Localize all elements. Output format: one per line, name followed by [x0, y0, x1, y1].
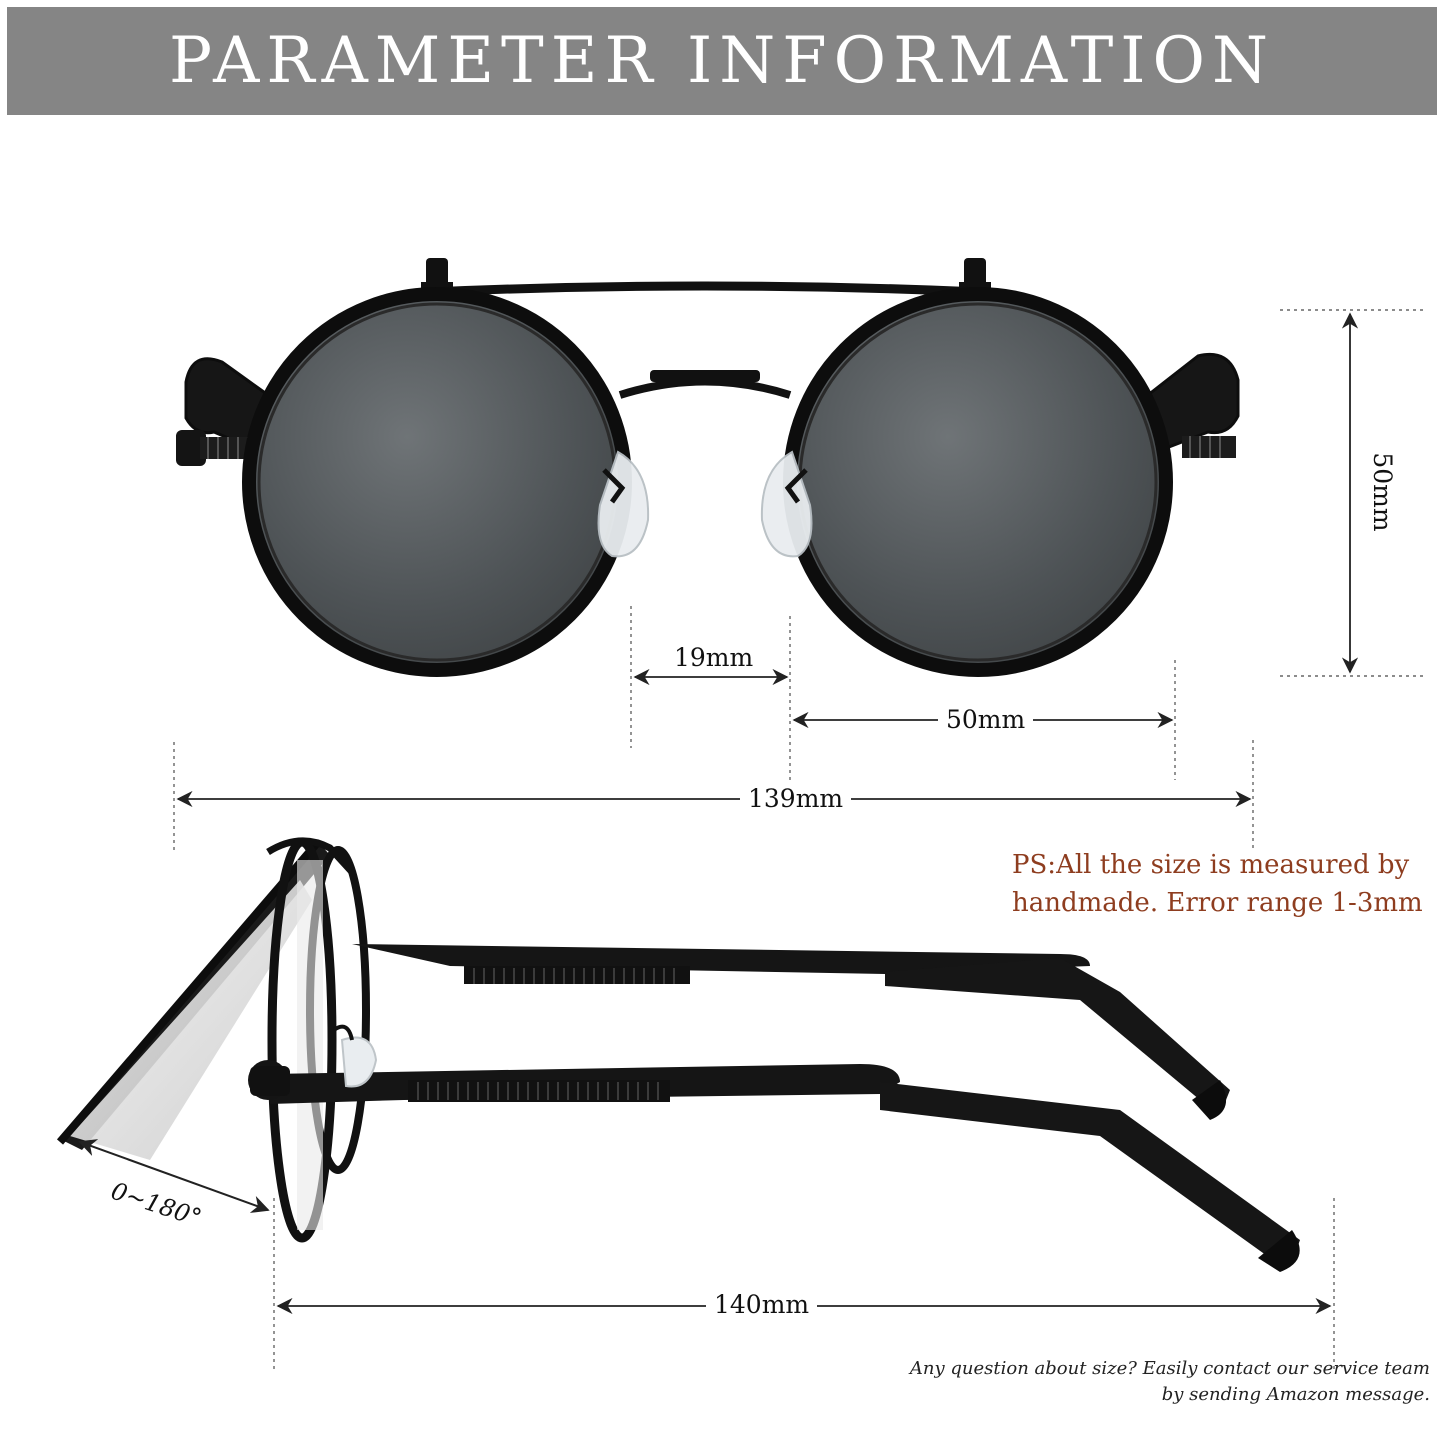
label-lens-width: 50mm: [938, 705, 1034, 735]
temple-arm-right-front: [1147, 353, 1240, 457]
side-view: [56, 837, 1300, 1272]
lens-left: [242, 287, 632, 677]
label-bridge-width: 19mm: [666, 643, 762, 673]
label-frame-width: 139mm: [740, 784, 852, 814]
front-view: [176, 258, 1240, 677]
hinge-screw-right: [1182, 436, 1236, 458]
nose-pad-side: [340, 1036, 378, 1088]
contact-note: Any question about size? Easily contact …: [810, 1356, 1430, 1408]
brow-bar: [429, 281, 981, 297]
temple-arm-left-front: [184, 357, 269, 457]
frame-ring-side: [267, 837, 337, 1243]
ps-note-line-1: PS:All the size is measured by: [1012, 850, 1410, 880]
flip-hinge-left: [421, 258, 453, 290]
lens-right: [783, 287, 1173, 677]
dimension-arrow-icon: [78, 1139, 270, 1213]
label-lens-height: 50mm: [1367, 432, 1397, 552]
header-title: PARAMETER INFORMATION: [168, 24, 1276, 98]
hinge-screw-left: [176, 430, 258, 466]
contact-note-line-1: Any question about size? Easily contact …: [909, 1358, 1430, 1379]
flip-hinge-right: [959, 258, 991, 290]
label-temple-length: 140mm: [706, 1290, 818, 1320]
header-bar: PARAMETER INFORMATION: [7, 7, 1437, 115]
side-dimension-lines: [78, 1139, 1335, 1372]
bridge: [618, 377, 792, 399]
contact-note-line-2: by sending Amazon message.: [1161, 1384, 1430, 1405]
ps-note-line-2: handmade. Error range 1-3mm: [1012, 888, 1423, 918]
ps-note: PS:All the size is measured by handmade.…: [1012, 846, 1432, 922]
